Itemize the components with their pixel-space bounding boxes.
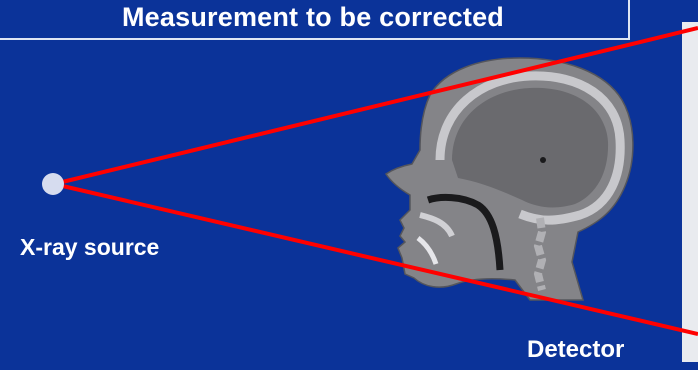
xray-source-icon: [42, 173, 64, 195]
detector-label: Detector: [527, 336, 624, 364]
xray-source-label: X-ray source: [20, 234, 159, 261]
ear-mark: [540, 157, 546, 163]
